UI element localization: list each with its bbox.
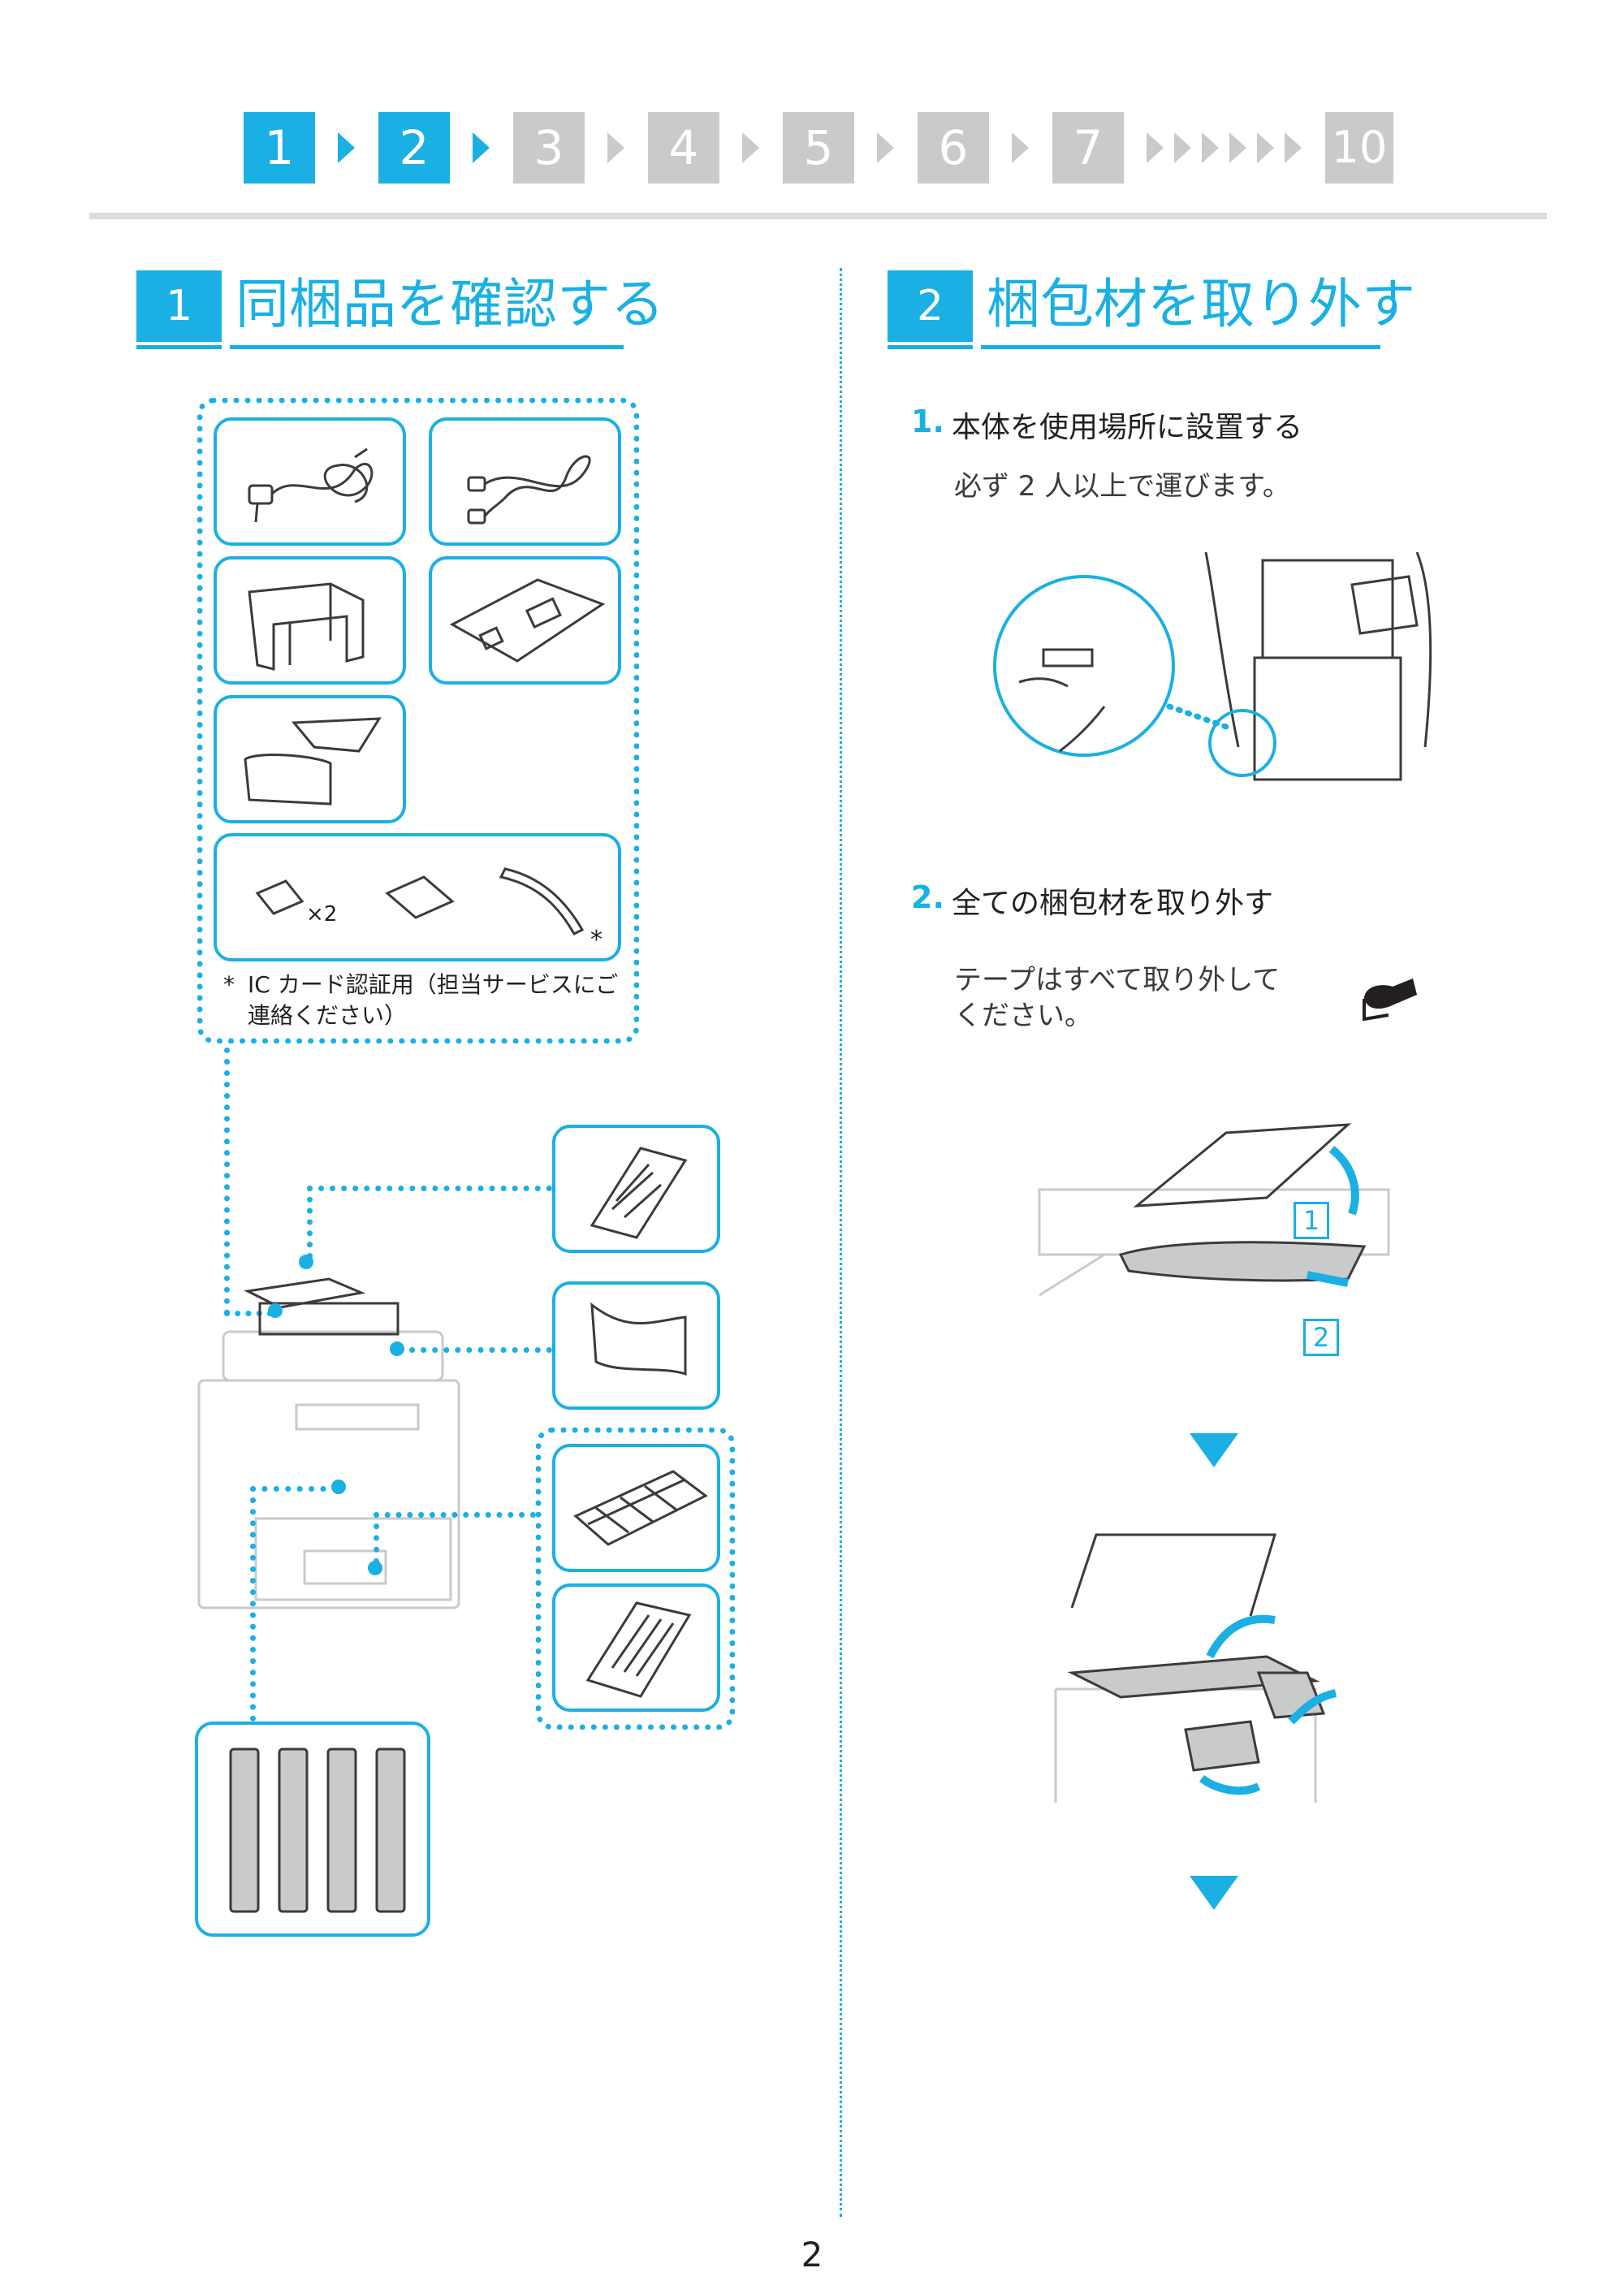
step-2-box: 2: [378, 112, 450, 184]
step-1-title: 本体を使用場所に設置する: [952, 411, 1303, 444]
bundled-items-group: [197, 398, 639, 1043]
telephone-cable-illustration: [429, 417, 621, 546]
section-2-underline: [888, 345, 973, 349]
section-1-underline: [136, 345, 222, 349]
section-1-title: 同梱品を確認する: [235, 273, 664, 335]
tray-plate-illustration: [429, 556, 621, 685]
ic-card-parts-icon: [255, 867, 585, 935]
tray-icon: [590, 1302, 687, 1376]
step-arrow-icon: [473, 132, 490, 163]
remove-packing-illustration-1: [1038, 1123, 1390, 1297]
section-2-title: 梱包材を取り外す: [987, 273, 1415, 335]
step-arrow-icon: [1229, 132, 1246, 163]
power-cord-illustration: [214, 417, 406, 546]
down-arrow-icon: [1190, 1876, 1238, 1910]
power-cord-icon: [248, 447, 374, 523]
connector-line: [224, 1048, 230, 1315]
connector-line: [224, 1311, 273, 1316]
cover-parts-illustration: [214, 695, 406, 823]
callout-1: 1: [1294, 1202, 1329, 1239]
label-sheets-group: [536, 1428, 735, 1730]
ic-card-note-mark: *: [223, 971, 235, 998]
connector-line: [250, 1486, 338, 1492]
section-2-number: 2: [888, 270, 973, 342]
step-arrow-icon: [607, 132, 624, 163]
page-number: 2: [801, 2235, 823, 2275]
sheet-icon: [585, 1601, 692, 1698]
document-tray-illustration: [552, 1281, 720, 1410]
step-1-body: 必ず 2 人以上で運びます。: [954, 470, 1290, 503]
cable-icon: [467, 455, 591, 525]
step-3-box: 3: [513, 112, 585, 184]
connector-line: [250, 1486, 256, 1722]
connector-line: [307, 1186, 552, 1191]
ic-card-note-line1: IC カード認証用（担当サービスにご: [248, 971, 619, 998]
step-1-box: 1: [244, 112, 315, 184]
ic-card-parts-illustration: ×2 *: [214, 833, 621, 961]
printer-illustration: [197, 1277, 460, 1609]
step-2-number: 2.: [911, 879, 944, 915]
down-arrow-icon: [1190, 1433, 1238, 1467]
callout-dot: [268, 1303, 283, 1318]
connector-line: [374, 1512, 536, 1518]
toner-cartridge-icon: [229, 1748, 406, 1913]
quantity-label: ×2: [306, 902, 338, 927]
toner-cartridges-illustration: [195, 1722, 430, 1937]
column-divider: [840, 268, 842, 2217]
step-arrow-icon: [877, 132, 894, 163]
step-7-box: 7: [1052, 112, 1124, 184]
step-4-box: 4: [648, 112, 719, 184]
bracket-illustration: [214, 556, 406, 685]
step-10-box: 10: [1325, 112, 1393, 184]
step-arrow-icon: [1012, 132, 1029, 163]
ic-card-note-line2: 連絡ください）: [248, 1002, 408, 1029]
step-arrow-icon: [1202, 132, 1219, 163]
carry-printer-illustration: [993, 551, 1432, 781]
callout-dot: [368, 1561, 382, 1575]
manual-icon: [590, 1147, 688, 1239]
label-sheet-illustration: [552, 1444, 720, 1572]
step-arrow-icon: [1174, 132, 1191, 163]
step-5-box: 5: [783, 112, 854, 184]
section-1-number: 1: [136, 270, 222, 342]
step-arrow-icon: [742, 132, 759, 163]
step-1-number: 1.: [911, 404, 944, 439]
cover-icon: [244, 717, 382, 806]
section-1-underline: [230, 345, 624, 349]
remove-packing-illustration-2: [1054, 1533, 1337, 1803]
step-2-body-line2: ください。: [954, 1000, 1092, 1032]
label-sheet-icon: [573, 1470, 708, 1546]
step-arrow-icon: [338, 132, 355, 163]
callout-2: 2: [1303, 1319, 1339, 1356]
manual-illustration: [552, 1125, 720, 1253]
connector-line: [398, 1347, 552, 1353]
step-arrow-icon: [1147, 132, 1164, 163]
plate-icon: [449, 578, 606, 663]
connector-line: [307, 1186, 313, 1259]
asterisk-mark: *: [590, 926, 603, 954]
step-2-body-line1: テープはすべて取り外して: [954, 964, 1281, 996]
instruction-sheet-illustration: [552, 1583, 720, 1712]
step-arrow-icon: [1285, 132, 1302, 163]
tape-icon: [1363, 979, 1417, 1022]
step-6-box: 6: [918, 112, 989, 184]
connector-line: [374, 1512, 379, 1564]
bracket-icon: [248, 582, 365, 671]
step-2-title: 全ての梱包材を取り外す: [952, 887, 1274, 920]
section-2-underline: [981, 345, 1380, 349]
step-arrow-icon: [1257, 132, 1274, 163]
header-rule: [89, 213, 1547, 219]
